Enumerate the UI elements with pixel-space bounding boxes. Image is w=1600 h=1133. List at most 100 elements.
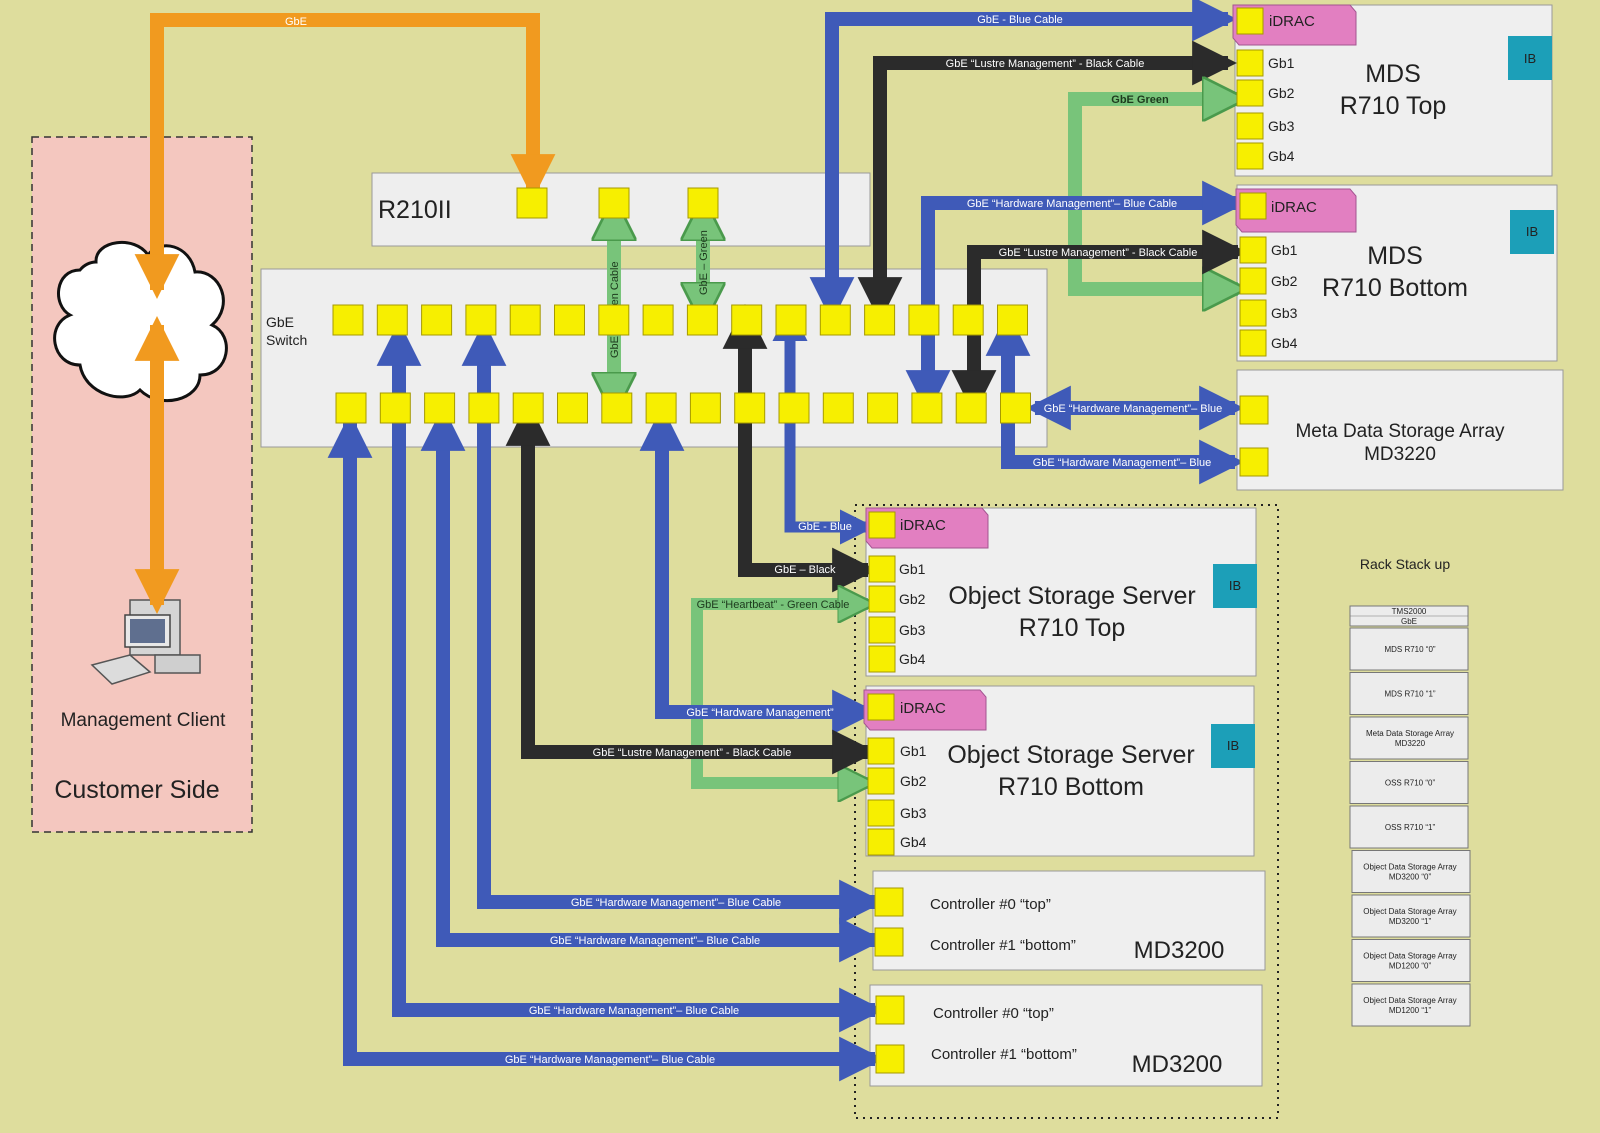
meta-port-1 xyxy=(1239,395,1269,425)
gb3-label: Gb3 xyxy=(900,805,927,821)
gb1-port xyxy=(868,555,896,583)
mds-bottom-title-2: R710 Bottom xyxy=(1322,274,1468,302)
gb1-label: Gb1 xyxy=(1271,242,1298,258)
customer-side-title: Customer Side xyxy=(54,776,219,804)
idrac-label: iDRAC xyxy=(1271,199,1317,216)
idrac-port xyxy=(867,693,895,721)
rack-unit-label: OSS R710 “1” xyxy=(1385,823,1436,832)
switch-port xyxy=(601,392,633,424)
gb1-label: Gb1 xyxy=(1268,55,1295,71)
switch-port xyxy=(997,304,1028,336)
gb3-port xyxy=(868,616,896,644)
rack-unit-label: Object Data Storage Array xyxy=(1363,863,1456,872)
mds-top-title-1: MDS xyxy=(1365,60,1421,88)
rack-unit: OSS R710 “1” xyxy=(1349,805,1469,849)
gb4-label: Gb4 xyxy=(899,651,926,667)
cable-label-oss-black: GbE – Black xyxy=(774,564,836,576)
cable-label-gbe-green: GbE Green xyxy=(1111,94,1169,106)
switch-label-2: Switch xyxy=(266,332,307,348)
cable-blue-meta-2 xyxy=(985,311,1244,485)
switch-port xyxy=(468,392,500,424)
cable-label-gbe: GbE xyxy=(285,16,307,28)
gb4-port xyxy=(867,828,895,856)
idrac-label: iDRAC xyxy=(900,700,946,717)
cable-label-lustre-mds: GbE “Lustre Management” - Black Cable xyxy=(999,247,1198,259)
client-label: Management Client xyxy=(61,710,226,731)
gb4-label: Gb4 xyxy=(1271,335,1298,351)
cable-label-hw-meta-2: GbE “Hardware Management”– Blue xyxy=(1033,457,1212,469)
rack-unit-label: MDS R710 “0” xyxy=(1384,645,1435,654)
gb2-label: Gb2 xyxy=(900,773,927,789)
idrac-port xyxy=(1236,7,1264,35)
md3200-a-box xyxy=(872,870,1266,971)
ib-label: IB xyxy=(1524,51,1536,66)
idrac-label: iDRAC xyxy=(1269,13,1315,30)
gb2-port xyxy=(1239,267,1267,295)
cable-label-hw-oss: GbE “Hardware Management” xyxy=(686,707,834,719)
r210-port xyxy=(687,187,719,219)
oss-top-title-2: R710 Top xyxy=(1019,614,1126,642)
md-b-name: MD3200 xyxy=(1132,1051,1223,1078)
meta-array-box xyxy=(1236,369,1564,491)
cable-label-hw-meta-1: GbE “Hardware Management”– Blue xyxy=(1044,403,1223,415)
switch-port xyxy=(908,304,940,336)
md-a-ctrl0-label: Controller #0 “top” xyxy=(930,896,1051,913)
oss-top: iDRAC Gb1 Gb2 Gb3 Gb4 Object Storage Ser… xyxy=(865,507,1257,673)
gb4-label: Gb4 xyxy=(1268,148,1295,164)
rack-units: MDS R710 “0”MDS R710 “1”Meta Data Storag… xyxy=(1349,627,1471,1027)
cable-green-mds xyxy=(1068,99,1238,289)
switch-port xyxy=(952,304,984,336)
cable-label-hw-mds: GbE “Hardware Management”– Blue Cable xyxy=(967,198,1177,210)
ib-badge xyxy=(1213,564,1257,608)
switch-port xyxy=(864,304,896,336)
switch-port xyxy=(689,392,721,424)
controller-0-port xyxy=(874,887,904,917)
gb3-port xyxy=(867,799,895,827)
switch-port xyxy=(557,392,588,424)
controller-1-port xyxy=(875,1044,905,1074)
rack-title: Rack Stack up xyxy=(1360,556,1450,572)
cable-black-mds-top xyxy=(857,40,1237,322)
cable-label-hw-md-1: GbE “Hardware Management”– Blue Cable xyxy=(571,897,781,909)
rack-top-label-1: TMS2000 xyxy=(1392,607,1427,616)
gb2-port xyxy=(868,585,896,613)
rack-unit: OSS R710 “0” xyxy=(1349,761,1469,804)
rack-unit-label: MD3200 “0” xyxy=(1389,873,1432,882)
switch-port xyxy=(509,304,541,336)
ib-label: IB xyxy=(1229,578,1241,593)
switch-port xyxy=(465,304,497,336)
rack-unit-label: OSS R710 “0” xyxy=(1385,779,1436,788)
ib-badge xyxy=(1211,724,1255,768)
switch-port xyxy=(731,304,763,336)
gb2-label: Gb2 xyxy=(1268,85,1295,101)
ib-label: IB xyxy=(1227,738,1239,753)
rack-unit-label: MD3220 xyxy=(1395,739,1426,748)
gb1-label: Gb1 xyxy=(899,561,926,577)
md-b-ctrl1-label: Controller #1 “bottom” xyxy=(931,1046,1077,1063)
switch-ports xyxy=(332,304,1031,424)
r210-port xyxy=(516,187,548,219)
cable-label-lustre-top: GbE “Lustre Management” - Black Cable xyxy=(946,58,1145,70)
oss-top-title-1: Object Storage Server xyxy=(948,582,1195,610)
gb1-label: Gb1 xyxy=(900,743,927,759)
meta-array-title-1: Meta Data Storage Array xyxy=(1295,421,1505,442)
switch-port xyxy=(775,304,807,336)
controller-0-port xyxy=(875,995,905,1025)
switch-port xyxy=(819,304,851,336)
r210-port xyxy=(598,187,630,219)
cable-orange-gbe xyxy=(134,13,556,299)
cable-black-mds-bottom xyxy=(951,229,1247,415)
switch-port xyxy=(332,304,364,336)
md-a-name: MD3200 xyxy=(1134,937,1225,964)
switch-port xyxy=(955,392,987,424)
switch-port xyxy=(512,392,544,424)
gb1-port xyxy=(867,737,895,765)
md-a-ctrl1-label: Controller #1 “bottom” xyxy=(930,937,1076,954)
controller-1-port xyxy=(874,927,904,957)
md3200-b-box xyxy=(869,984,1263,1087)
